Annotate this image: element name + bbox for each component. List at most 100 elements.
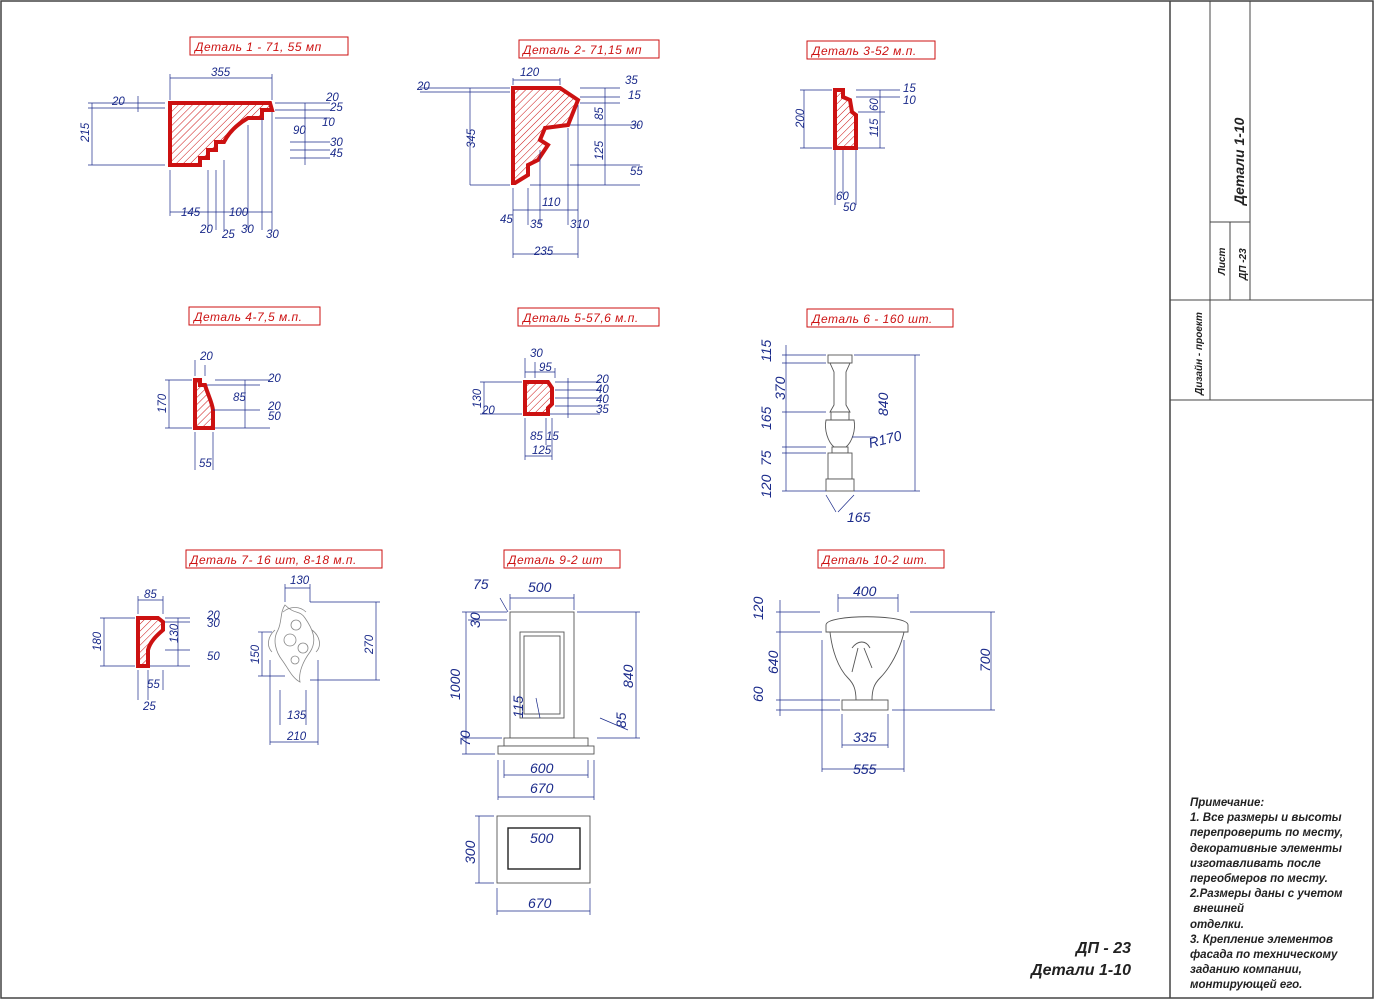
d4-dim: 170 bbox=[157, 393, 169, 413]
detail-5-drawing: 30 95 20 40 130 40 20 35 85 15 125 bbox=[472, 348, 609, 460]
detail-7-label: Деталь 7- 16 шт, 8-18 м.п. bbox=[188, 553, 357, 567]
d6-dim: 370 bbox=[772, 376, 788, 400]
d5-dim: 85 bbox=[530, 431, 543, 443]
d1-dim: 20 bbox=[199, 224, 213, 236]
detail-1-label: Деталь 1 - 71, 55 мп bbox=[193, 40, 322, 54]
d9-dim: 70 bbox=[457, 730, 473, 746]
d7-dim: 30 bbox=[207, 618, 220, 630]
d1-dim: 45 bbox=[330, 148, 343, 160]
detail-3-profile bbox=[833, 88, 858, 150]
d2-dim: 30 bbox=[630, 120, 643, 132]
detail-1-drawing: 355 20 215 20 25 10 90 30 45 145 100 20 … bbox=[80, 67, 343, 241]
d10-dim: 335 bbox=[853, 729, 877, 745]
note-line: 2.Размеры даны с учетом bbox=[1190, 888, 1343, 901]
d4-dim: 20 bbox=[267, 401, 281, 413]
d1-dim: 100 bbox=[229, 207, 249, 219]
d2-dim: 20 bbox=[416, 81, 430, 93]
d7-dim: 20 bbox=[206, 610, 220, 622]
detail-10-label: Деталь 10-2 шт. bbox=[820, 553, 928, 567]
d5-dim: 20 bbox=[595, 374, 609, 386]
detail-4-drawing: 20 20 170 85 20 50 55 bbox=[157, 351, 281, 470]
pillar-shape bbox=[497, 611, 595, 755]
detail-8-drawing: 130 270 150 135 210 bbox=[250, 575, 380, 745]
note-line: переобмеров по месту. bbox=[1190, 873, 1328, 886]
d10-dim: 120 bbox=[750, 596, 766, 620]
d4-dim: 20 bbox=[199, 351, 213, 363]
d1-dim: 30 bbox=[241, 224, 254, 236]
detail-7-profile bbox=[136, 616, 165, 668]
note-line: отделки. bbox=[1190, 918, 1244, 931]
detail-4-label: Деталь 4-7,5 м.п. bbox=[192, 310, 302, 324]
d5-dim: 20 bbox=[481, 405, 495, 417]
detail-7-drawing: 85 20 30 180 130 50 55 25 bbox=[92, 589, 220, 713]
d6-dim: 120 bbox=[758, 474, 774, 498]
d9-dim: 30 bbox=[467, 612, 483, 628]
d7-dim: 55 bbox=[147, 679, 160, 691]
baluster-shape bbox=[825, 354, 855, 492]
d9-dim: 840 bbox=[620, 664, 636, 688]
d1-dim: 355 bbox=[211, 67, 231, 79]
sheet-code: ДП -23 bbox=[1238, 248, 1249, 281]
d3-dim: 50 bbox=[843, 202, 856, 214]
d1-dim: 30 bbox=[330, 137, 343, 149]
d2-dim: 35 bbox=[530, 219, 543, 231]
drawing-stamp: ДП - 23 Детали 1-10 bbox=[1031, 938, 1131, 982]
d10-dim: 555 bbox=[853, 761, 877, 777]
d1-dim: 145 bbox=[181, 207, 201, 219]
d10-dim: 640 bbox=[765, 650, 781, 674]
d2-dim: 15 bbox=[628, 90, 641, 102]
note-heading: Примечание: bbox=[1190, 797, 1265, 809]
d9-dim: 75 bbox=[473, 576, 489, 592]
d9-dim: 115 bbox=[510, 695, 526, 718]
detail-labels: Деталь 1 - 71, 55 мп Деталь 2- 71,15 мп … bbox=[185, 36, 954, 569]
d1-dim: 20 bbox=[325, 92, 339, 104]
d5-dim: 15 bbox=[546, 431, 559, 443]
d5-dim: 30 bbox=[530, 348, 543, 360]
detail-5-label: Деталь 5-57,6 м.п. bbox=[521, 311, 639, 325]
note-line: заданию компании, bbox=[1190, 964, 1302, 977]
d2-dim: 125 bbox=[594, 140, 606, 160]
d8-dim: 270 bbox=[364, 634, 376, 655]
d9-dim: 85 bbox=[613, 712, 629, 728]
detail-4-profile bbox=[193, 378, 215, 430]
detail-9-label: Деталь 9-2 шт bbox=[506, 553, 603, 567]
detail-6-label: Деталь 6 - 160 шт. bbox=[810, 312, 933, 326]
d1-dim: 90 bbox=[293, 125, 306, 137]
note-line: 3. Крепление элементов bbox=[1190, 933, 1333, 946]
detail-10-drawing: 400 120 640 700 60 335 555 bbox=[750, 583, 995, 777]
vase-shape bbox=[825, 616, 909, 711]
d9-dim: 1000 bbox=[447, 669, 463, 700]
d1-dim: 20 bbox=[111, 96, 125, 108]
note-line: внешней bbox=[1190, 903, 1245, 916]
d2-dim: 110 bbox=[542, 197, 561, 209]
d2-dim: 235 bbox=[533, 246, 554, 258]
sheet-title: Детали 1-10 bbox=[1231, 117, 1247, 206]
detail-1-profile bbox=[168, 101, 275, 167]
d2-dim: 85 bbox=[594, 107, 606, 120]
d3-dim: 15 bbox=[903, 83, 916, 95]
d2-dim: 345 bbox=[466, 128, 478, 148]
detail-2-profile bbox=[511, 86, 581, 185]
d5-dim: 95 bbox=[539, 362, 552, 374]
d9-dim: 500 bbox=[528, 579, 552, 595]
d7-dim: 25 bbox=[142, 701, 156, 713]
d2-dim: 45 bbox=[500, 214, 513, 226]
d8-dim: 150 bbox=[250, 644, 262, 664]
note-line: 1. Все размеры и высоты bbox=[1190, 812, 1342, 825]
d5-dim: 40 bbox=[596, 394, 609, 406]
d5-dim: 125 bbox=[532, 445, 552, 457]
d5-dim: 35 bbox=[596, 404, 609, 416]
detail-5-profile bbox=[523, 380, 554, 416]
d2-dim: 310 bbox=[570, 219, 590, 231]
d10-dim: 700 bbox=[977, 648, 993, 672]
note-line: перепроверить по месту, bbox=[1190, 827, 1344, 840]
detail-2-label: Деталь 2- 71,15 мп bbox=[521, 43, 642, 57]
d3-dim: 60 bbox=[869, 98, 881, 111]
d6-dim: 75 bbox=[758, 450, 774, 466]
d6-dim: 165 bbox=[847, 509, 871, 525]
pillar-plan bbox=[496, 815, 591, 884]
note-line: декоративные элементы bbox=[1190, 842, 1342, 855]
d4-dim: 85 bbox=[233, 392, 246, 404]
d9-dim: 670 bbox=[530, 780, 554, 796]
